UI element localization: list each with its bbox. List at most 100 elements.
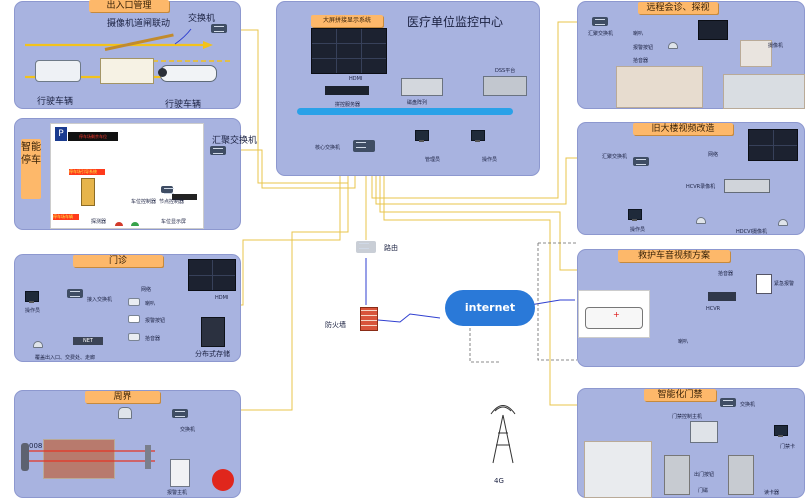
remote-item-2: 拾音器 (633, 58, 649, 64)
center-videowall-icon (311, 28, 387, 74)
oldbldg-title: 旧大楼视频改造 (633, 123, 733, 135)
parking-node-label-d: 车位显示屏 (161, 219, 187, 225)
remote-item-0: 喇叭 (633, 31, 644, 37)
firewall-icon[interactable] (360, 307, 378, 331)
access-lock-b-label: 门磁 (698, 488, 709, 494)
parking-agg-switch-icon[interactable] (210, 146, 226, 155)
clinic-storage-label: 分布式存储 (195, 350, 230, 358)
perimeter-title: 周界 (85, 391, 160, 403)
center-decoder-icon[interactable] (325, 86, 369, 95)
access-gate-right-icon (728, 455, 754, 495)
oldbldg-operator-label: 操作员 (630, 227, 646, 233)
center-server-b-label: 磁盘阵列 (407, 100, 428, 106)
clinic-switch-icon[interactable] (67, 289, 83, 298)
parking-node-label-c: 探测器 (91, 219, 107, 225)
perimeter-switch-icon[interactable] (172, 409, 188, 418)
entrance-title: 出入口管理 (89, 0, 169, 12)
entrance-switch-icon[interactable] (211, 24, 227, 33)
ambulance-4g-boundary (537, 242, 577, 361)
center-dss-icon[interactable] (483, 76, 527, 96)
link-firewall-internet (377, 313, 441, 323)
oldbldg-switch-label: 汇聚交换机 (602, 154, 628, 160)
parking-agg-switch-label: 汇聚交换机 (212, 136, 258, 146)
parking-node-label-a: 车位控制器 (131, 199, 157, 205)
access-ctrl-label: 门禁控制主机 (672, 414, 703, 420)
parking-guide-sign: 停车场引导系统 (69, 169, 105, 175)
oldbldg-dome-icon-b[interactable] (778, 219, 788, 226)
ambulance-alarm-icon[interactable] (756, 274, 772, 294)
remote-visit-photo-a (740, 40, 772, 67)
clinic-speaker-icon[interactable] (128, 298, 140, 306)
ambulance-vehicle-icon: + (578, 290, 650, 338)
remote-visit-photo-b (723, 74, 805, 109)
perimeter-panel: 周界 008 交换机 报警主机 (14, 390, 241, 498)
perimeter-scene-photo (43, 439, 115, 479)
link-oldbldg (375, 152, 577, 205)
parking-node-label-b: 节点控制器 (159, 199, 185, 205)
tower-label: 4G (494, 477, 504, 485)
parking-vehicle-sign: 停车场车辆 (53, 214, 79, 220)
link-ambulance (379, 152, 577, 271)
oldbldg-net-label: 网络 (708, 152, 719, 158)
remote-camera-icon[interactable] (668, 42, 678, 49)
lane-label-b: 行驶车辆 (165, 100, 202, 110)
entrance-camera-left-icon[interactable] (35, 60, 81, 82)
clinic-storage-icon[interactable] (201, 317, 225, 347)
barrier-gate-icon (100, 58, 154, 84)
parking-kiosk-icon[interactable] (81, 178, 95, 206)
remote-switch-label: 汇聚交换机 (588, 31, 614, 37)
center-dss-label: DSS平台 (495, 68, 516, 74)
internet-4g-dash (469, 323, 500, 363)
tower-icon (490, 405, 516, 464)
clinic-mic-label: 拾音器 (145, 336, 161, 342)
center-core-switch-icon[interactable] (353, 140, 375, 152)
clinic-coverage-label: 覆盖出入口、交费处、走廊 (35, 355, 96, 361)
access-switch-icon[interactable] (720, 398, 736, 407)
entrance-panel: 出入口管理 摄像机道闸联动 交换机 行驶车辆 行驶车辆 (14, 0, 241, 110)
router-icon[interactable] (356, 241, 376, 253)
perimeter-ptz-camera-icon[interactable] (118, 407, 132, 419)
oldbldg-switch-icon[interactable] (633, 157, 649, 166)
entrance-camera-right-icon[interactable] (160, 65, 217, 82)
link-access (383, 152, 577, 406)
clinic-pc-label: 操作员 (25, 308, 41, 314)
center-server-a-label: 拼控服务器 (335, 102, 361, 108)
clinic-title: 门诊 (73, 255, 163, 267)
ambulance-hcvr-icon[interactable] (708, 292, 736, 301)
clinic-alarm-button-icon[interactable] (128, 315, 140, 323)
access-controller-icon[interactable] (690, 421, 718, 443)
clinic-alarm-label: 报警按钮 (145, 318, 166, 324)
center-bus-bar (297, 108, 513, 115)
oldbldg-hcvr-icon[interactable] (724, 179, 770, 193)
remote-title: 远程会诊、探视 (638, 2, 718, 14)
perimeter-alarm-host-icon[interactable] (170, 459, 190, 487)
remote-panel: 远程会诊、探视 汇聚交换机 喇叭 报警按钮 拾音器 摄像机 (577, 1, 805, 109)
remote-screen-icon (698, 20, 728, 40)
perimeter-siren-icon[interactable] (212, 469, 234, 491)
parking-node-switch-icon[interactable] (161, 186, 174, 194)
oldbldg-dome-icon-a[interactable] (696, 217, 706, 224)
perimeter-id-label: 008 (29, 442, 43, 450)
center-wall-title: 大屏拼接显示系统 (311, 15, 383, 27)
center-server-icon[interactable] (401, 78, 443, 96)
clinic-mic-icon[interactable] (128, 333, 140, 341)
ambulance-title: 救护车音视频方案 (618, 250, 730, 262)
oldbldg-videowall-icon (748, 129, 798, 161)
parking-panel: 智能停车 P 停车场剩余车位 停车场引导系统 停车场车辆 车位控制器 节点控制器… (14, 118, 257, 230)
clinic-panel: 门诊 操作员 接入交换机 网络 喇叭 报警按钮 拾音器 NET HDMI 分布式… (14, 254, 241, 362)
entrance-switch-label: 交换机 (188, 14, 216, 24)
clinic-dome-camera-icon[interactable] (33, 341, 43, 348)
access-lock-a-label: 出门按钮 (694, 472, 715, 478)
perimeter-beam-left-icon (21, 443, 29, 471)
center-manager-label: 管理员 (425, 157, 441, 163)
lane-label-a: 行驶车辆 (37, 97, 74, 107)
access-title: 智能化门禁 (644, 389, 716, 401)
link-remote (371, 21, 577, 199)
clinic-nvr-icon[interactable]: NET (73, 337, 103, 345)
remote-consult-photo (616, 66, 703, 108)
clinic-net-label: 网络 (141, 287, 152, 293)
remote-switch-icon[interactable] (592, 17, 608, 26)
internet-cloud-icon[interactable]: internet (445, 290, 535, 326)
link-perimeter (200, 152, 349, 411)
perimeter-alarm-host-label: 报警主机 (167, 490, 188, 496)
